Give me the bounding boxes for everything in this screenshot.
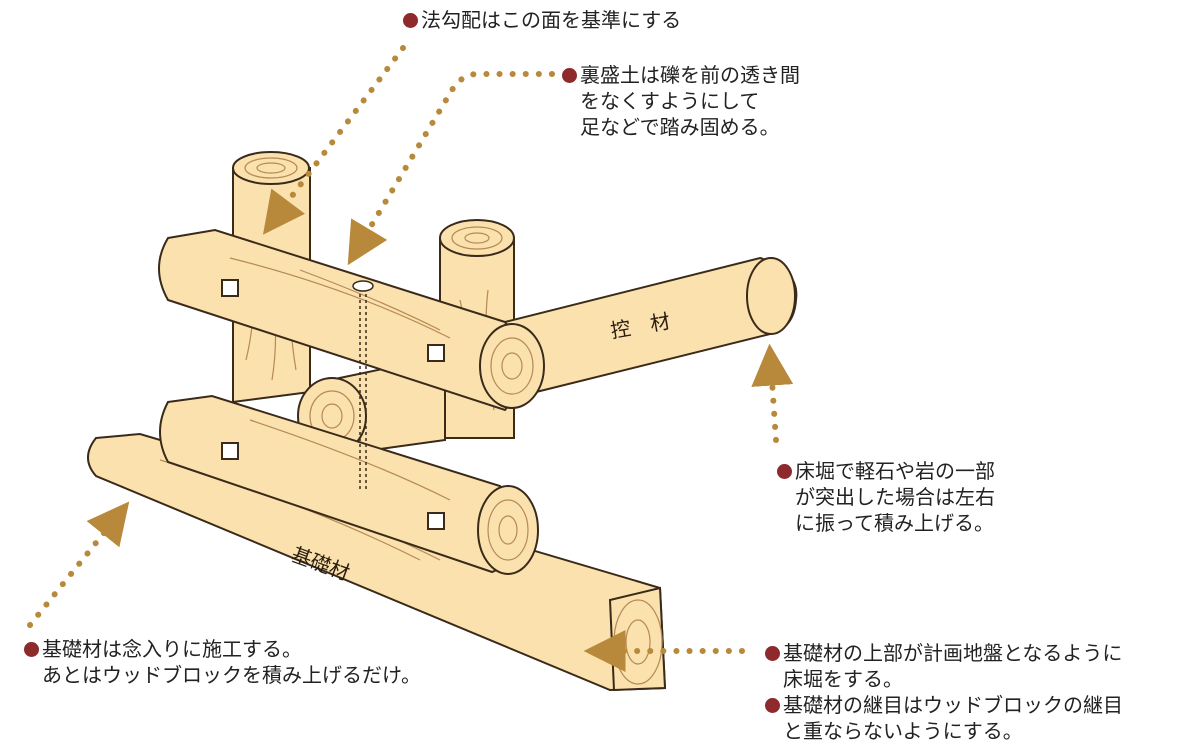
bullet-icon — [765, 646, 780, 661]
bolt-hole — [427, 512, 445, 530]
anchor-pin — [352, 280, 374, 490]
note-line: 裏盛土は礫を前の透き間 — [580, 63, 800, 87]
leader-backfill — [347, 71, 555, 266]
leader-lines — [27, 45, 794, 672]
bullet-icon — [765, 698, 780, 713]
bolt-hole — [221, 442, 239, 460]
note-foundation-care: 基礎材は念入りに施工する。 あとはウッドブロックを積み上げるだけ。 — [24, 636, 421, 688]
leader-foundation-care — [27, 501, 130, 628]
note-line: あとはウッドブロックを積み上げるだけ。 — [42, 663, 421, 687]
lower-horizontal-log — [159, 394, 539, 575]
bullet-icon — [777, 464, 792, 479]
note-foundation-joint: 基礎材の継目はウッドブロックの継目 と重ならないようにする。 — [765, 692, 1123, 744]
note-line: が突出した場合は左右 — [795, 485, 995, 509]
note-line: 基礎材は念入りに施工する。 — [42, 637, 302, 661]
bullet-icon — [24, 642, 39, 657]
bullet-icon — [562, 68, 577, 83]
note-backfill: 裏盛土は礫を前の透き間 をなくすようにして 足などで踏み固める。 — [562, 62, 800, 140]
note-line: 床堀で軽石や岩の一部 — [795, 459, 995, 483]
note-line: と重ならないようにする。 — [783, 719, 1023, 743]
brace-timber: 控 材 — [503, 256, 798, 398]
leader-bedrock — [751, 343, 794, 443]
note-line: 法勾配はこの面を基準にする — [421, 8, 682, 32]
bolt-hole — [221, 279, 239, 297]
note-bedrock: 床堀で軽石や岩の一部 が突出した場合は左右 に振って積み上げる。 — [777, 458, 995, 536]
note-line: に振って積み上げる。 — [795, 511, 994, 535]
note-line: 床堀をする。 — [783, 667, 903, 691]
note-foundation-top: 基礎材の上部が計画地盤となるように 床堀をする。 — [765, 640, 1122, 692]
bolt-hole — [427, 344, 445, 362]
upper-horizontal-log — [158, 228, 545, 412]
note-slope-reference: 法勾配はこの面を基準にする — [403, 7, 681, 33]
note-line: 基礎材の継目はウッドブロックの継目 — [783, 693, 1123, 717]
note-line: 足などで踏み固める。 — [580, 115, 780, 139]
leader-slope — [262, 45, 406, 235]
note-line: 基礎材の上部が計画地盤となるように — [783, 641, 1123, 665]
note-line: をなくすようにして — [580, 89, 760, 113]
bullet-icon — [403, 13, 418, 28]
